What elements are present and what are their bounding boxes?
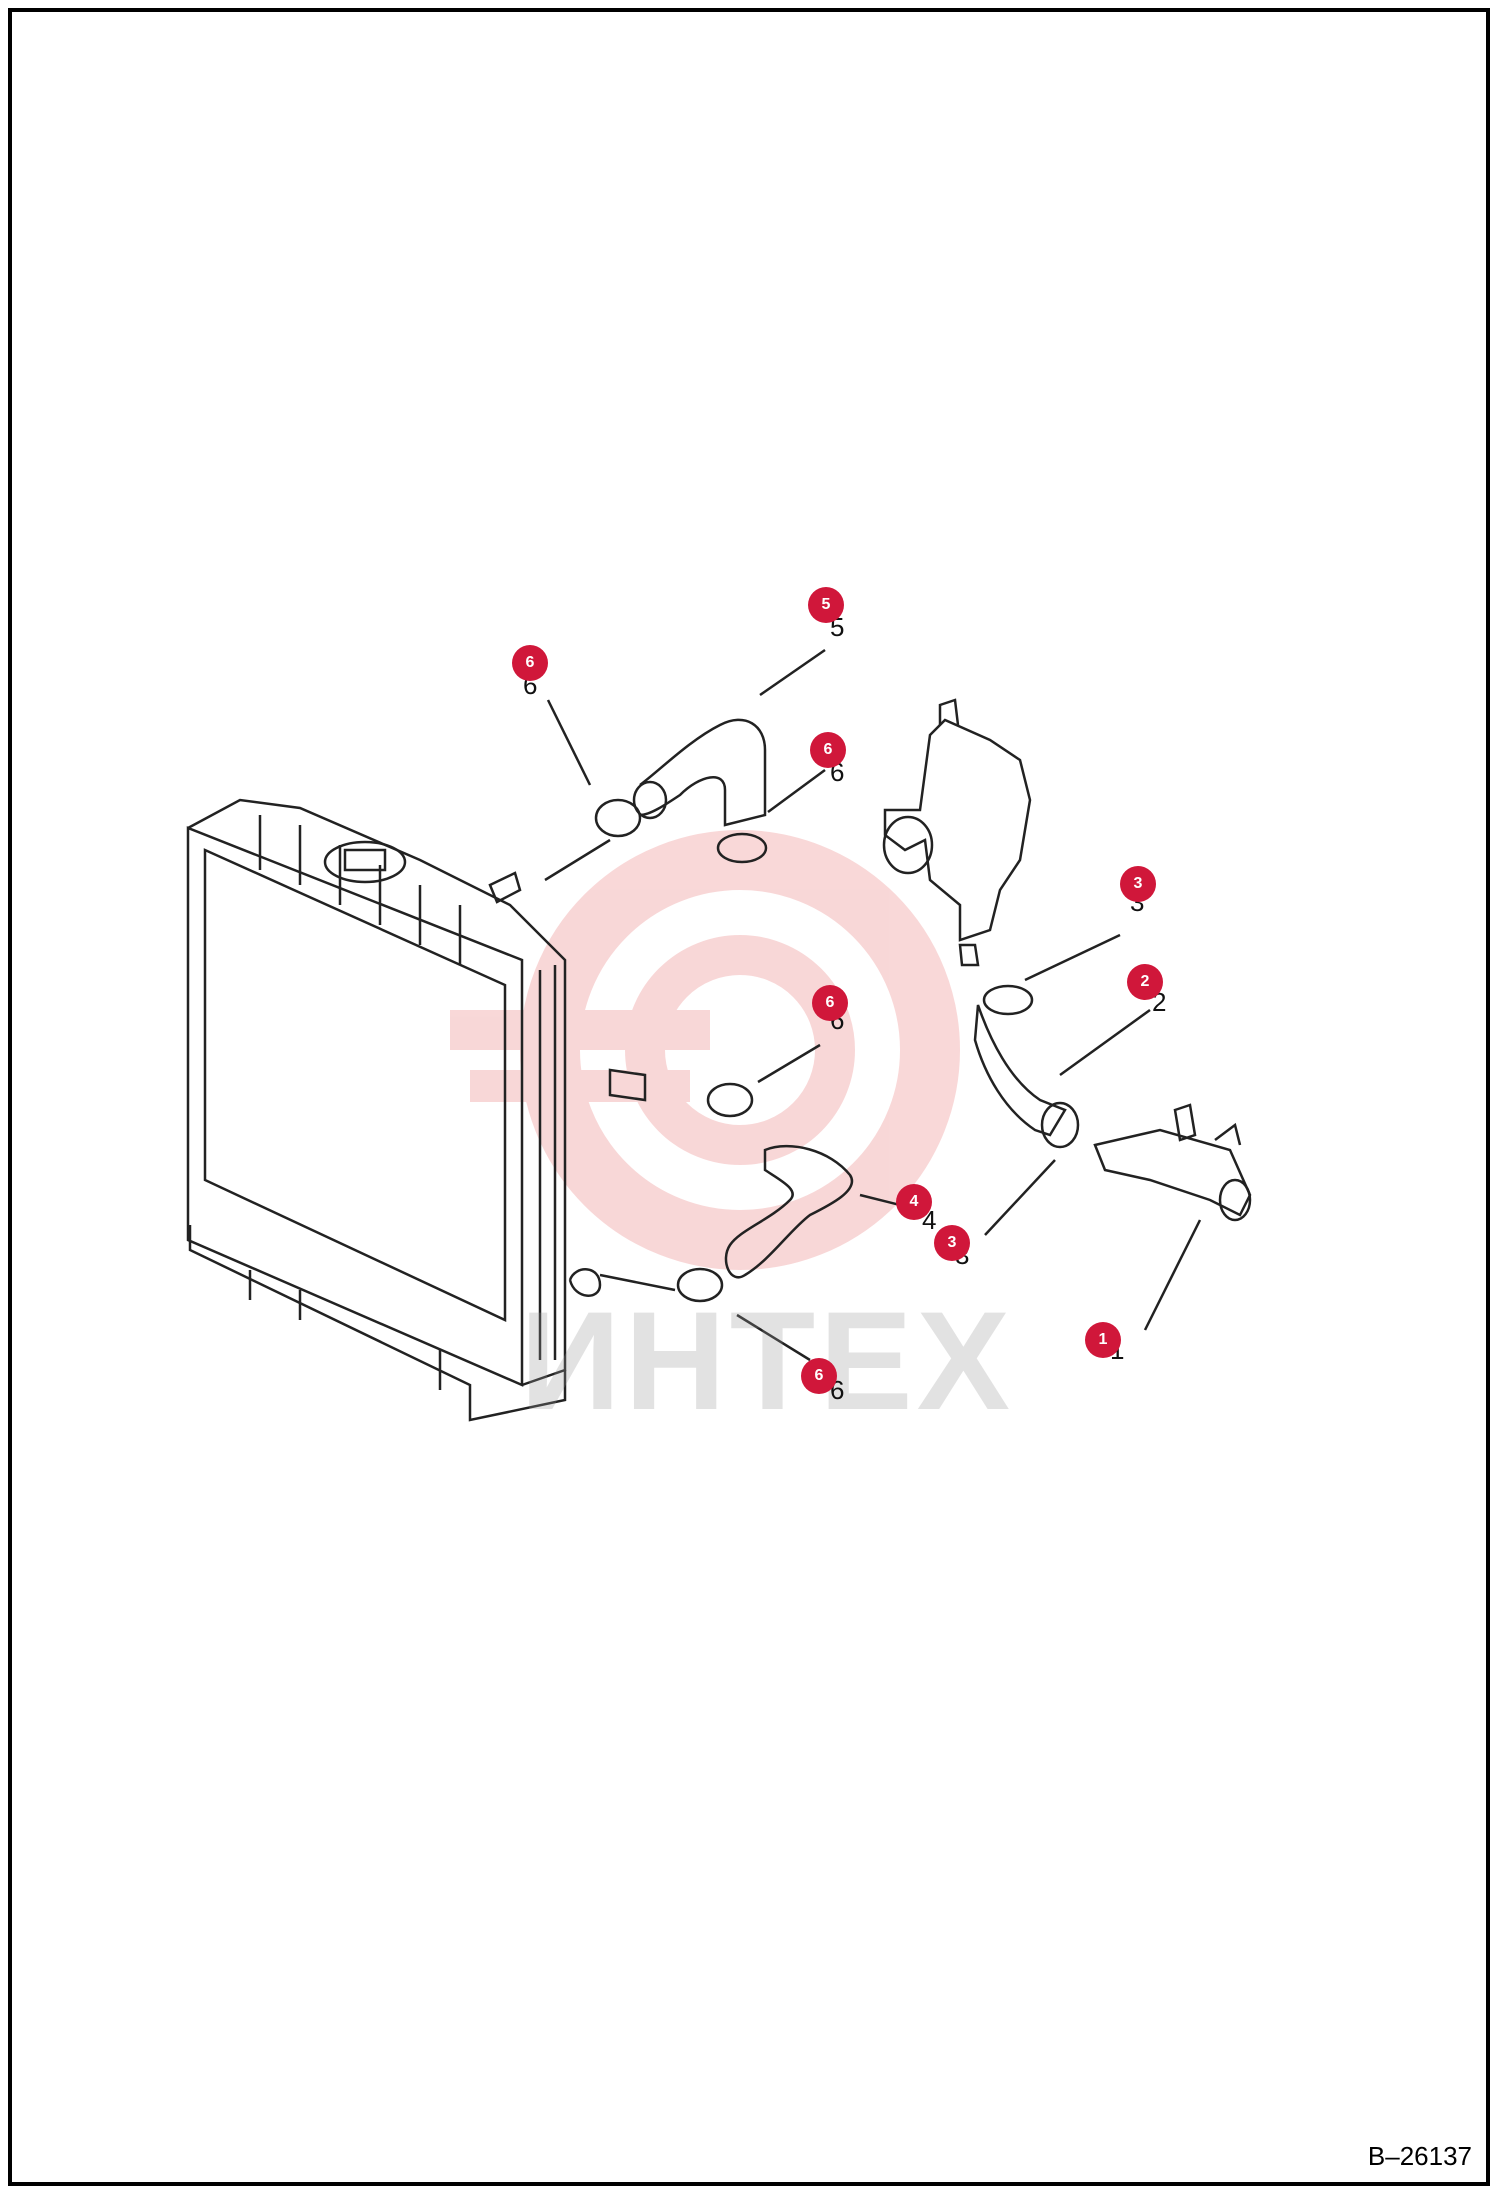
callout-3-lower[interactable]: 3 [934,1225,970,1261]
radiator [186,798,647,1422]
callout-5[interactable]: 5 [808,587,844,623]
callout-6-top-right[interactable]: 6 [810,732,846,768]
drawing-frame [8,8,1490,2186]
lower-hose [724,1144,854,1279]
callout-1[interactable]: 1 [1085,1322,1121,1358]
hose-clamps [594,798,1080,1303]
callout-4[interactable]: 4 [896,1184,932,1220]
callout-6-middle[interactable]: 6 [812,985,848,1021]
drawing-code: B–26137 [1367,2141,1472,2171]
water-pump [882,698,1032,967]
callout-6-bottom[interactable]: 6 [801,1358,837,1394]
watermark-logo [450,830,960,1270]
callout-6-top-left[interactable]: 6 [512,645,548,681]
upper-hose [632,718,767,827]
watermark-text: ИНТЕХ [520,1282,1015,1439]
callout-2[interactable]: 2 [1127,964,1163,1000]
callout-3-upper[interactable]: 3 [1120,866,1156,902]
water-flange [1093,1103,1252,1222]
bypass-hose [973,1004,1067,1137]
leader-lines [544,648,1202,1362]
